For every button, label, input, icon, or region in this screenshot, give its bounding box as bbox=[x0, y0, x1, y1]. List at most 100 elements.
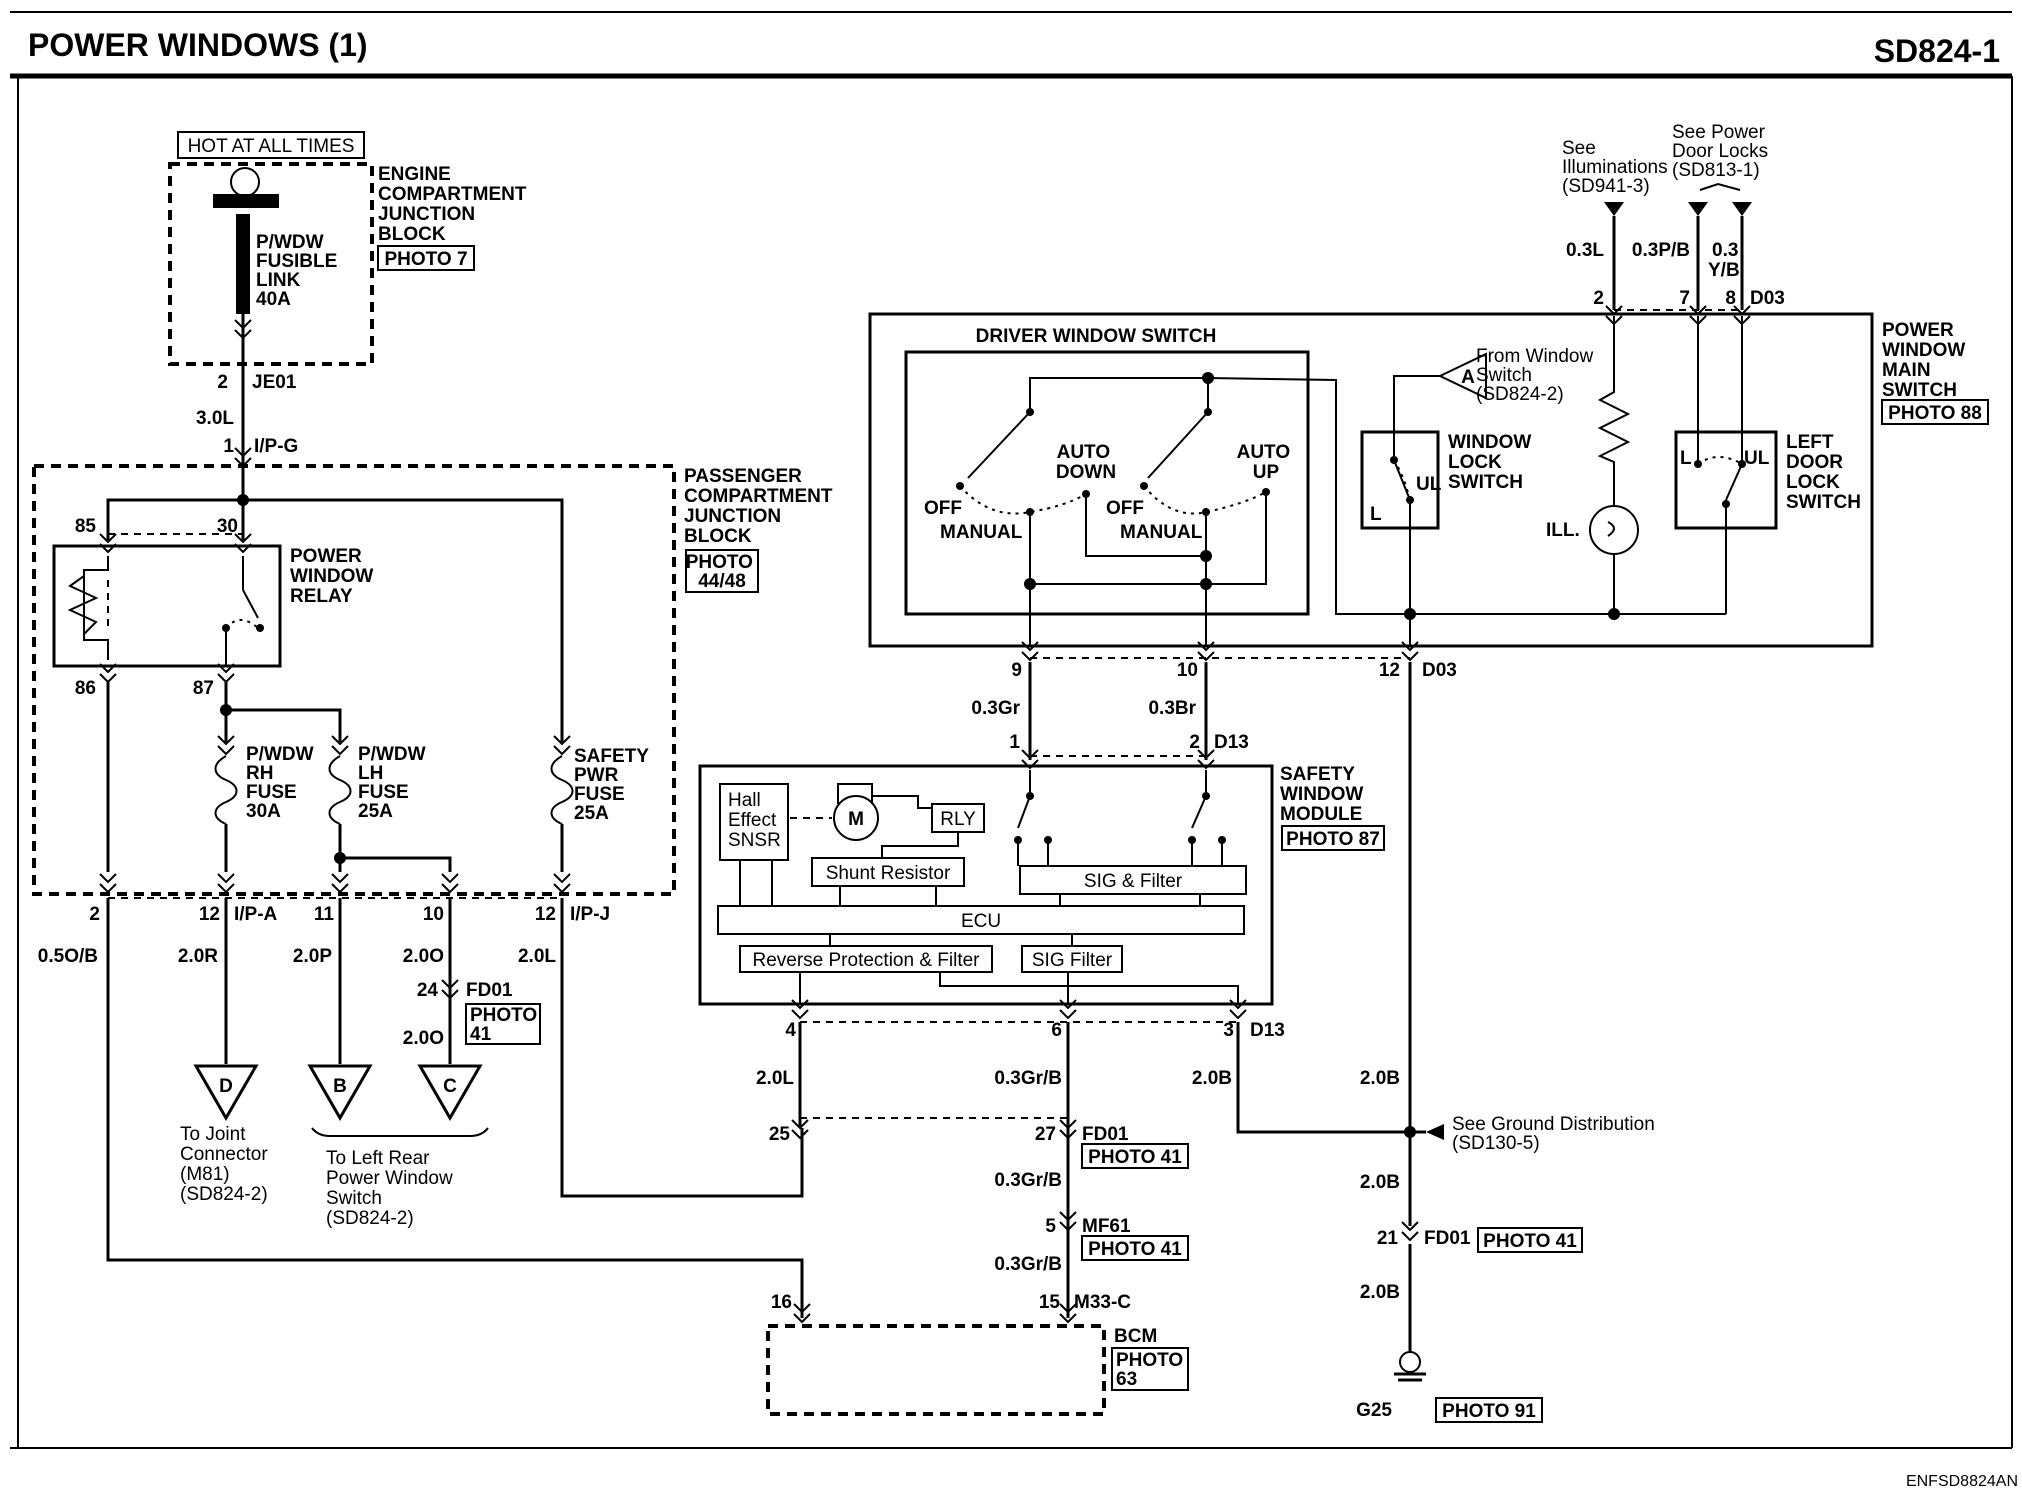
off-label-1: OFF bbox=[924, 498, 962, 519]
d03-top-pin-8: 8 bbox=[1725, 288, 1736, 309]
battery-terminal-icon bbox=[230, 167, 260, 197]
ipg-pin: 1 bbox=[223, 436, 234, 457]
wire-label-20p: 2.0P bbox=[293, 946, 332, 967]
ground-fd01-name: FD01 bbox=[1424, 1228, 1471, 1249]
ipa-pin-12: 12 bbox=[199, 904, 220, 925]
ipj-pin-12: 12 bbox=[535, 904, 556, 925]
d03-top-pin-7: 7 bbox=[1679, 288, 1690, 309]
wire-0.5o-b bbox=[106, 898, 804, 1318]
manual-down-contact-icon bbox=[967, 411, 1031, 479]
see-ground-distribution-label: See Ground Distribution (SD130-5) bbox=[1452, 1114, 1660, 1154]
sig-filter-label: SIG & Filter bbox=[1084, 871, 1183, 892]
ipa-pin-11: 11 bbox=[314, 904, 335, 925]
motor-icon bbox=[833, 795, 879, 841]
wire-label-03l: 0.3L bbox=[1566, 240, 1604, 261]
ground-symbol-icon bbox=[1394, 1351, 1426, 1382]
mf61-pin: 5 bbox=[1045, 1216, 1056, 1237]
fd01-left-pin: 24 bbox=[417, 980, 439, 1001]
wire-label-ground-20b: 2.0B bbox=[1360, 1068, 1400, 1089]
bcm-pin-16: 16 bbox=[771, 1292, 792, 1313]
d13-pin-1: 1 bbox=[1009, 732, 1020, 753]
ground-wire-label: 2.0B bbox=[1360, 1172, 1400, 1193]
page-code: SD824-1 bbox=[1874, 33, 2000, 69]
shunt-resistor-box bbox=[811, 857, 965, 887]
fd01-mid-pin-27: 27 bbox=[1035, 1124, 1056, 1145]
connector-b-label: B bbox=[333, 1076, 347, 1097]
d13-pin-2: 2 bbox=[1189, 732, 1200, 753]
bcm-photo: PHOTO 63 bbox=[1116, 1350, 1189, 1390]
window-lock-label: WINDOW LOCK SWITCH bbox=[1448, 432, 1537, 493]
je01-wire: 3.0L bbox=[196, 408, 234, 429]
sig-filter-small-label: SIG Filter bbox=[1032, 950, 1113, 971]
connector-d-label: D bbox=[219, 1076, 233, 1097]
ipa-pin-2: 2 bbox=[89, 904, 100, 925]
sig-filter-small-box bbox=[1021, 945, 1123, 973]
safety-fuse-label: SAFETY PWR FUSE 25A bbox=[574, 746, 654, 824]
door-l-label: L bbox=[1680, 448, 1692, 469]
power-window-relay bbox=[52, 544, 282, 668]
relay-pin-85: 85 bbox=[75, 516, 97, 537]
d03-top-pin-2: 2 bbox=[1593, 288, 1604, 309]
module-switch-icon bbox=[1191, 795, 1207, 829]
reverse-protection-box bbox=[739, 945, 993, 973]
main-switch-photo: PHOTO 88 bbox=[1888, 403, 1982, 424]
wire-label-d13-20l: 2.0L bbox=[756, 1068, 794, 1089]
relay-contact-icon bbox=[242, 589, 259, 619]
wire-label-03: 0.3 bbox=[1712, 240, 1738, 261]
relay-coil-icon bbox=[67, 575, 99, 635]
door-ul-label: UL bbox=[1744, 448, 1770, 469]
bcm-label: BCM bbox=[1114, 1326, 1157, 1347]
wire-label-03gr: 0.3Gr bbox=[971, 698, 1020, 719]
wire-label-20r: 2.0R bbox=[178, 946, 218, 967]
driver-switch-label: DRIVER WINDOW SWITCH bbox=[976, 326, 1217, 347]
ground-ref-arrow-icon bbox=[1426, 1124, 1444, 1140]
ref-arrow-icon bbox=[1604, 202, 1624, 216]
lock-l-label: L bbox=[1370, 504, 1382, 525]
lh-fuse-label: P/WDW LH FUSE 25A bbox=[358, 744, 431, 822]
footer-code: ENFSD8824AN bbox=[1906, 1473, 2018, 1490]
ill-label: ILL. bbox=[1546, 520, 1580, 541]
hall-sensor-label: Hall Effect SNSR bbox=[728, 790, 782, 851]
fusible-link-label: P/WDW FUSIBLE LINK 40A bbox=[256, 232, 343, 310]
ipa-pin-10: 10 bbox=[423, 904, 444, 925]
ground-fd01-photo: PHOTO 41 bbox=[1483, 1231, 1577, 1252]
d13-pin-6: 6 bbox=[1051, 1020, 1062, 1041]
d13-pin-3: 3 bbox=[1223, 1020, 1234, 1041]
relay-pin-30: 30 bbox=[217, 516, 238, 537]
wire-label-05ob: 0.5O/B bbox=[38, 946, 98, 967]
lh-fuse-icon bbox=[328, 755, 352, 825]
fd01-left-wire: 2.0O bbox=[403, 1028, 444, 1049]
see-illuminations-label: See Illuminations (SD941-3) bbox=[1562, 138, 1673, 197]
engine-block-name: ENGINE COMPARTMENT JUNCTION BLOCK bbox=[378, 164, 532, 245]
wire-label-yb: Y/B bbox=[1708, 260, 1740, 281]
ground-wire-label-2: 2.0B bbox=[1360, 1282, 1400, 1303]
engine-block-photo: PHOTO 7 bbox=[384, 249, 467, 270]
d03-top-name: D03 bbox=[1750, 288, 1785, 309]
ipj-name: I/P-J bbox=[570, 904, 610, 925]
wire-label-20l: 2.0L bbox=[518, 946, 556, 967]
d03-bottom-name: D03 bbox=[1422, 660, 1457, 681]
passenger-block-name: PASSENGER COMPARTMENT JUNCTION BLOCK bbox=[684, 466, 838, 547]
safety-fuse-icon bbox=[550, 755, 574, 825]
d03-pin-10: 10 bbox=[1177, 660, 1198, 681]
shunt-resistor-label: Shunt Resistor bbox=[826, 863, 951, 884]
fd01-left-name: FD01 bbox=[466, 980, 513, 1001]
door-lock-label: LEFT DOOR LOCK SWITCH bbox=[1786, 432, 1861, 513]
je01-name: JE01 bbox=[252, 372, 297, 393]
relay-box-label: RLY bbox=[940, 809, 976, 830]
d03-pin-12: 12 bbox=[1379, 660, 1400, 681]
d13-bottom-name: D13 bbox=[1250, 1020, 1285, 1041]
d13-top-name: D13 bbox=[1214, 732, 1249, 753]
g25-label: G25 bbox=[1356, 1400, 1392, 1421]
page-title: POWER WINDOWS (1) bbox=[28, 27, 368, 63]
d13-pin-4: 4 bbox=[785, 1020, 796, 1041]
reverse-protection-label: Reverse Protection & Filter bbox=[752, 950, 980, 971]
connector-d-icon bbox=[193, 1064, 259, 1122]
mf61-name: MF61 bbox=[1082, 1216, 1131, 1237]
connector-c-icon bbox=[417, 1064, 483, 1122]
connector-a-label: A bbox=[1461, 367, 1475, 388]
rh-fuse-label: P/WDW RH FUSE 30A bbox=[246, 744, 319, 822]
resistor-icon bbox=[1597, 316, 1631, 506]
from-window-switch-icon bbox=[1437, 352, 1487, 400]
safety-module-name: SAFETY WINDOW MODULE bbox=[1280, 764, 1369, 825]
